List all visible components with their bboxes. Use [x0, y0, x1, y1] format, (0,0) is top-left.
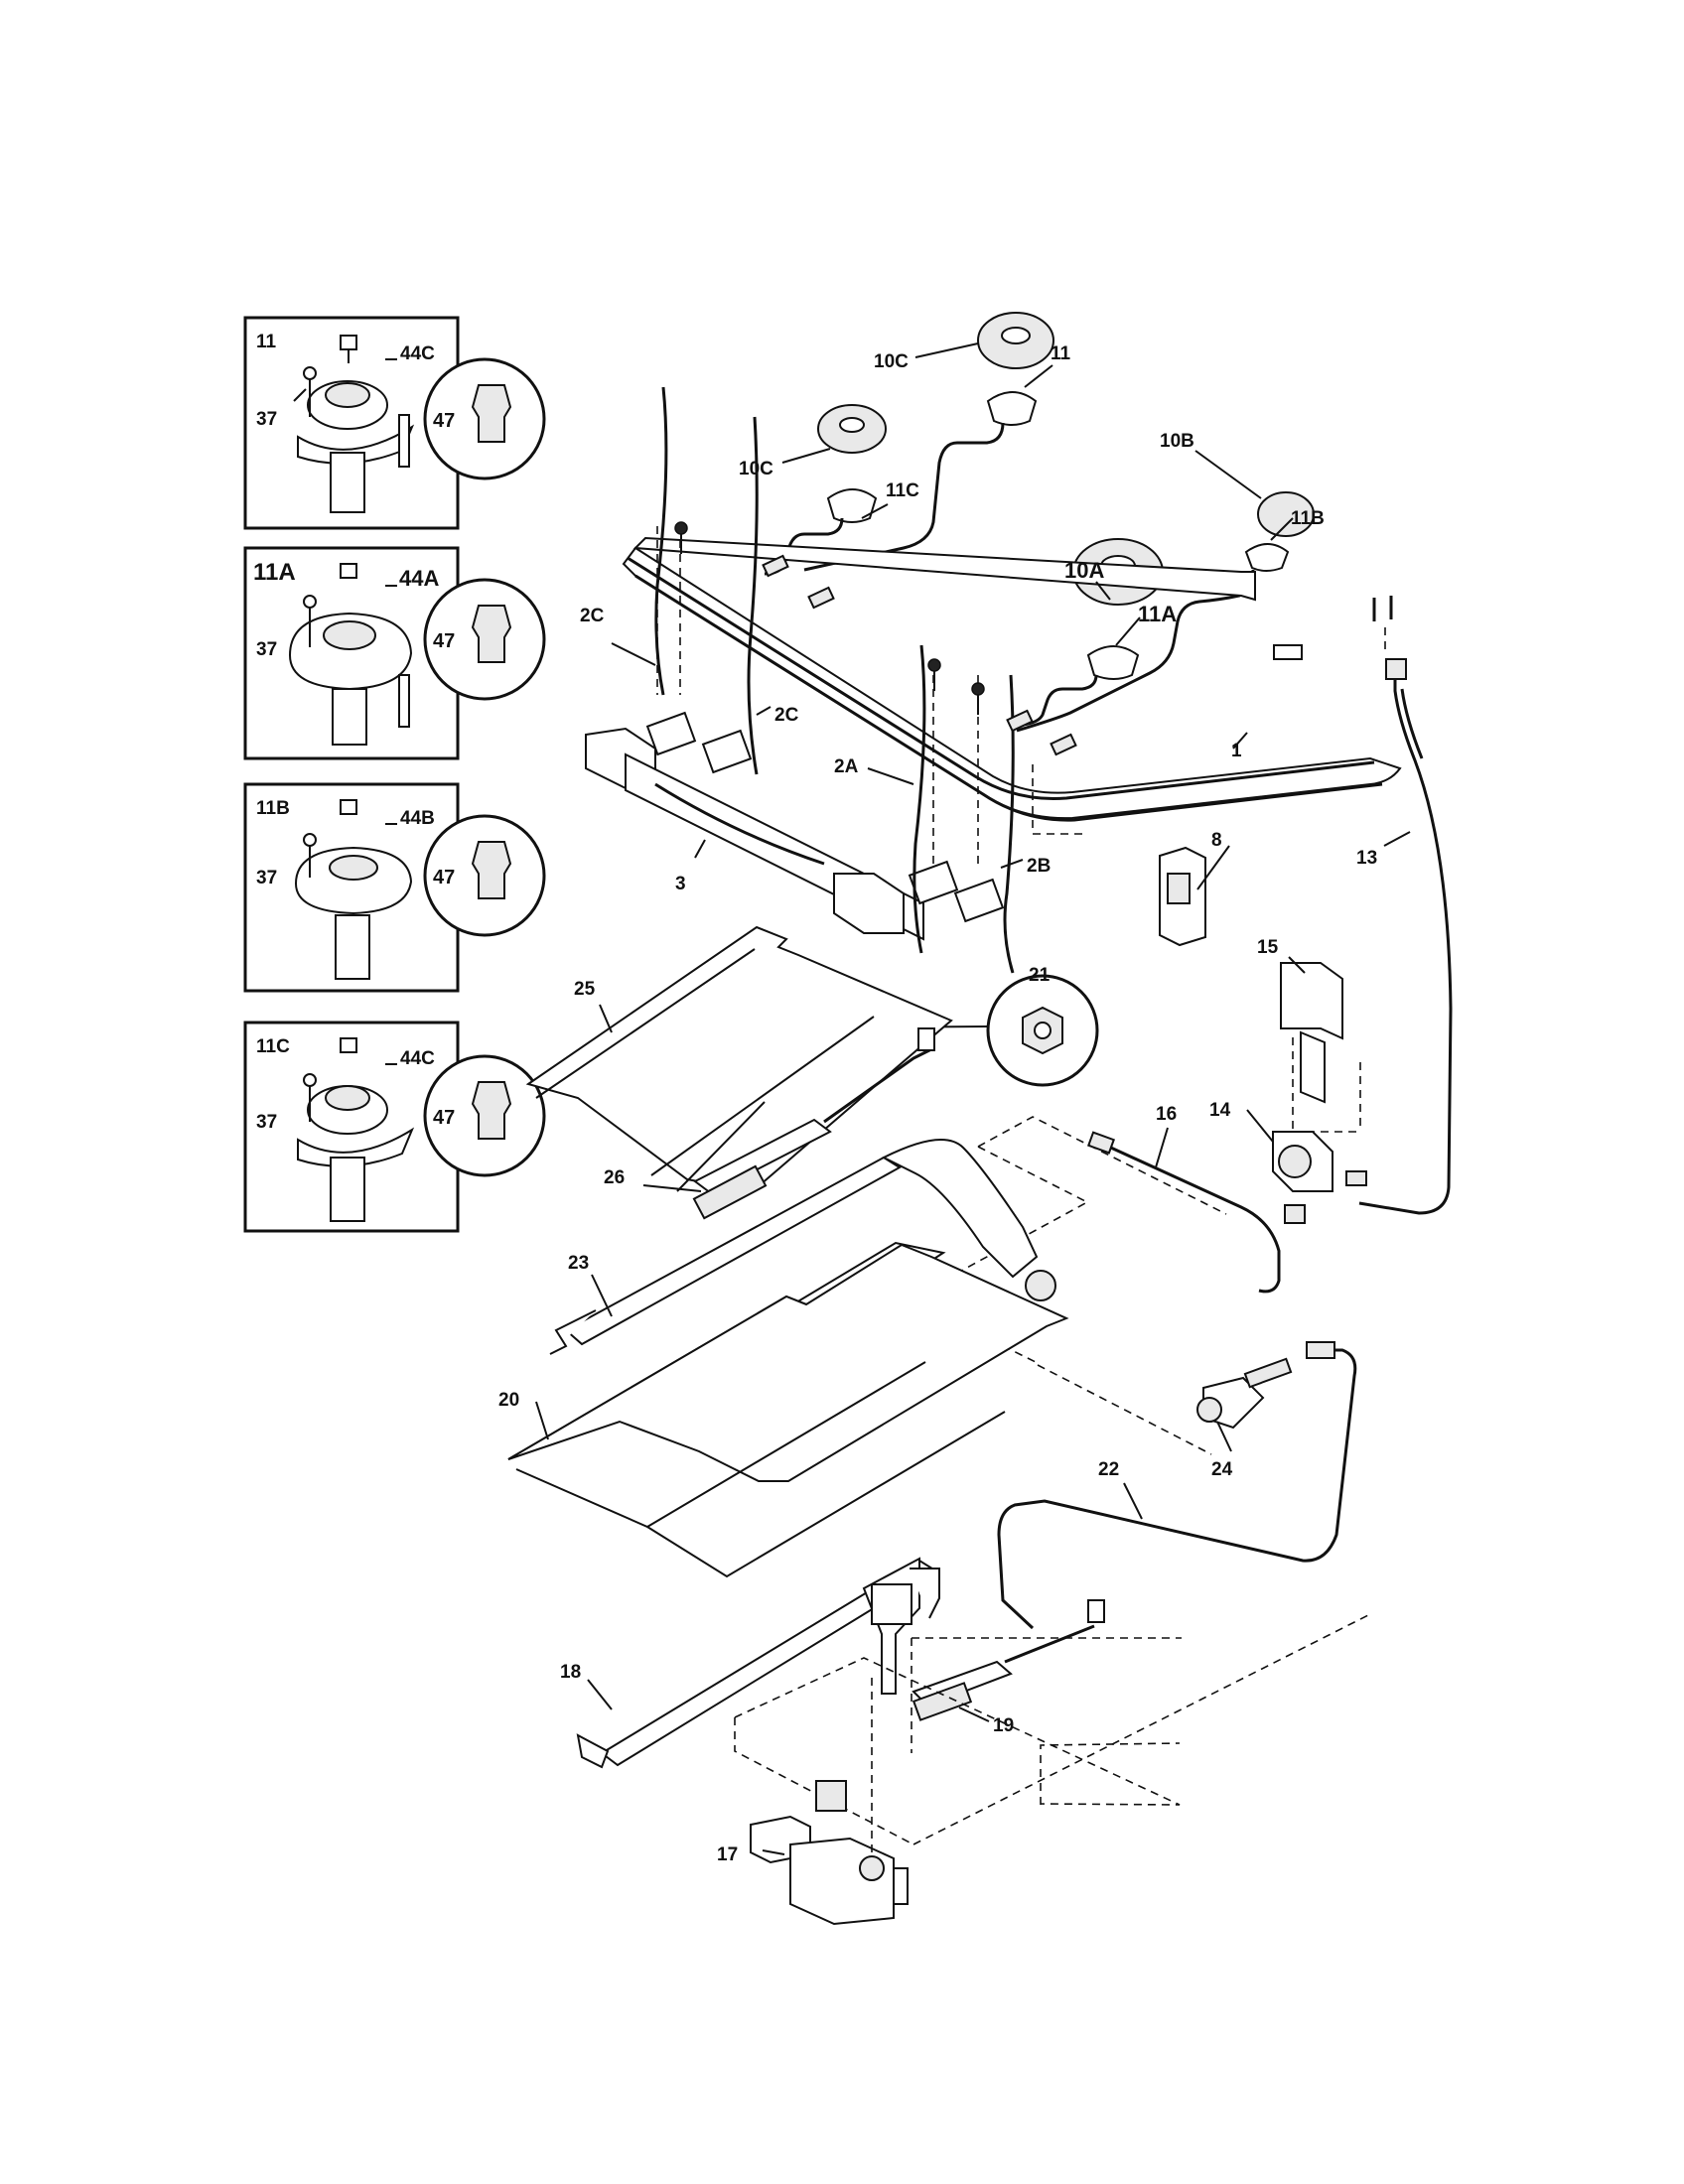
inset-11-title: 11 — [256, 332, 277, 352]
inset-11B-title: 11B — [256, 798, 290, 819]
shield-20 — [507, 1241, 1069, 1578]
nut-21-detail — [986, 974, 1099, 1087]
inset-11A-title: 11A — [253, 559, 296, 586]
burner-heads — [826, 391, 1290, 680]
callout-10B: 10B — [1160, 431, 1194, 452]
callout-24: 24 — [1211, 1459, 1233, 1480]
callout-2A: 2A — [834, 756, 859, 777]
callout-leaders — [535, 342, 1411, 1855]
inset-11C: 11C 44C 37 47 — [243, 1021, 546, 1233]
tube-16 — [1086, 1131, 1281, 1294]
callout-1: 1 — [1231, 741, 1242, 761]
callout-numbers: 10C 11 10C 11C 10B 11B 10A 11A 2C 2C 2A … — [498, 343, 1377, 1865]
callout-22: 22 — [1098, 1459, 1119, 1480]
inset-11B: 11B 44B 37 47 — [243, 782, 546, 993]
tube-fittings — [762, 554, 1077, 756]
callout-20: 20 — [498, 1390, 519, 1411]
regulator-assembly — [1272, 962, 1367, 1224]
callout-8: 8 — [1211, 830, 1222, 851]
pilot-tube-22 — [997, 1341, 1357, 1630]
inset-11A-label-37: 37 — [256, 639, 277, 660]
inset-11-label-44C: 44C — [400, 343, 435, 364]
gas-line-13 — [1358, 658, 1453, 1215]
callout-18: 18 — [560, 1662, 581, 1683]
shield-25 — [525, 925, 953, 1193]
callout-26: 26 — [604, 1167, 625, 1188]
callout-11B: 11B — [1291, 508, 1325, 529]
inset-11C-label-47: 47 — [433, 1107, 455, 1129]
callout-2C-left: 2C — [580, 606, 605, 626]
igniter-26 — [692, 1027, 935, 1220]
bake-burner-23 — [549, 1139, 1056, 1355]
callout-16: 16 — [1156, 1104, 1177, 1125]
inset-11B-label-37: 37 — [256, 868, 277, 888]
callout-3: 3 — [675, 874, 686, 894]
inset-11-label-37: 37 — [256, 409, 277, 430]
callout-10A: 10A — [1064, 558, 1104, 583]
spark-module — [1159, 846, 1206, 947]
orifice-holder-24 — [1196, 1357, 1293, 1430]
inset-11A: 11A 44A 37 47 — [243, 546, 546, 760]
inset-11B-label-44B: 44B — [400, 808, 435, 829]
callout-2B: 2B — [1027, 856, 1051, 877]
valve-bracket — [585, 711, 1005, 941]
callout-15: 15 — [1257, 937, 1279, 958]
callout-2C-right: 2C — [774, 705, 799, 726]
inset-11-label-47: 47 — [433, 410, 455, 432]
callout-13: 13 — [1356, 848, 1377, 869]
callout-14: 14 — [1209, 1100, 1231, 1121]
broil-burner-18 — [576, 1557, 940, 1769]
callout-19: 19 — [993, 1715, 1014, 1736]
inset-11A-label-44A: 44A — [399, 566, 439, 591]
manifold-bar — [622, 536, 1402, 822]
callout-17: 17 — [717, 1844, 738, 1865]
inset-11A-label-47: 47 — [433, 630, 455, 652]
screws — [674, 521, 985, 715]
inset-11: 11 44C 37 47 — [243, 316, 546, 530]
inset-11C-title: 11C — [256, 1036, 290, 1057]
inset-11B-label-47: 47 — [433, 867, 455, 888]
igniter-19 — [911, 1599, 1182, 1753]
callout-11-top: 11 — [1051, 343, 1071, 364]
inset-11C-label-37: 37 — [256, 1112, 277, 1133]
callout-10C-top: 10C — [874, 351, 909, 372]
inset-11C-label-44C: 44C — [400, 1048, 435, 1069]
callout-23: 23 — [568, 1253, 589, 1274]
callout-21: 21 — [1029, 965, 1051, 986]
callout-10C-left: 10C — [739, 459, 773, 479]
callout-11A: 11A — [1138, 602, 1177, 626]
callout-11C: 11C — [886, 480, 919, 501]
safety-valve-17 — [750, 1678, 909, 1926]
callout-25: 25 — [574, 979, 596, 1000]
